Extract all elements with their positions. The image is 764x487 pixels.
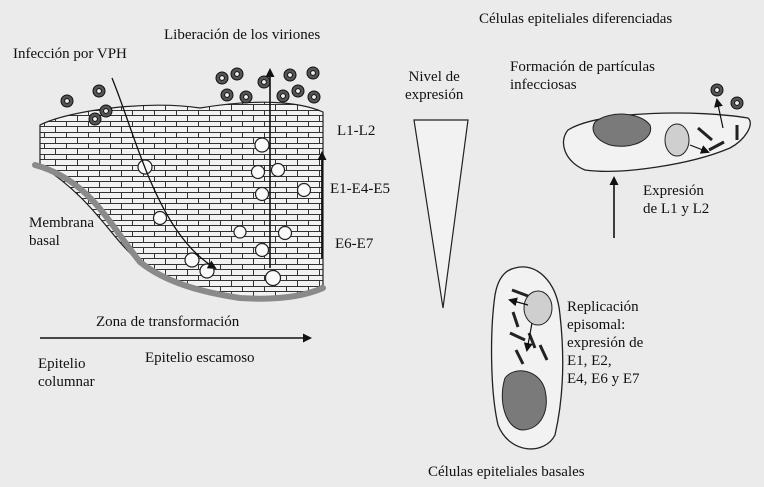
label-transformation-zone: Zona de transformación: [96, 313, 239, 331]
differentiated-cell: [563, 100, 750, 171]
label-e6-e7: E6-E7: [335, 235, 373, 253]
label-columnar-epithelium: Epitelio columnar: [38, 355, 95, 391]
label-l1-l2-expression: Expresión de L1 y L2: [643, 182, 709, 218]
basal-cell: [492, 267, 563, 449]
label-hpv-infection: Infección por VPH: [13, 45, 127, 63]
label-l1-l2: L1-L2: [337, 122, 375, 140]
label-particle-formation: Formación de partículas infecciosas: [510, 58, 655, 94]
expression-level-triangle: [414, 120, 468, 308]
label-squamous-epithelium: Epitelio escamoso: [145, 349, 255, 367]
label-expression-level: Nivel de expresión: [405, 68, 463, 104]
epithelium-tissue: [40, 102, 323, 299]
label-basal-membrane: Membrana basal: [29, 214, 94, 250]
label-e1-e4-e5: E1-E4-E5: [330, 180, 390, 198]
label-basal-cells: Células epiteliales basales: [428, 463, 585, 481]
label-episomal-replication: Replicación episomal: expresión de E1, E…: [567, 298, 643, 388]
label-virion-release: Liberación de los viriones: [164, 26, 320, 44]
label-differentiated-cells: Células epiteliales diferenciadas: [479, 10, 672, 28]
